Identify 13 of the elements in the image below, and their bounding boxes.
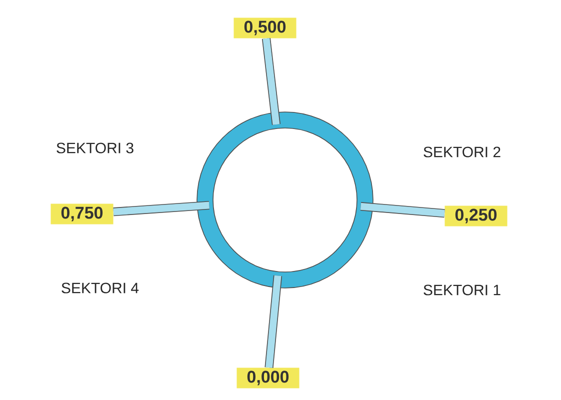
- sector-label: SEKTORI 1: [424, 284, 500, 296]
- tick-mark: [360, 202, 445, 218]
- tick-mark: [262, 38, 280, 126]
- sector-label: SEKTORI 4: [62, 282, 139, 294]
- value-box: 0,250: [444, 206, 508, 226]
- ring-drawing: [197, 112, 373, 288]
- sector-label: SEKTORI 3: [56, 142, 134, 154]
- tick-mark: [264, 275, 282, 368]
- value-box: 0,750: [50, 204, 114, 224]
- value-box: 0,500: [234, 18, 296, 38]
- tick-mark: [113, 200, 210, 216]
- value-box: 0,000: [236, 368, 300, 388]
- sector-label: SEKTORI 2: [424, 146, 500, 158]
